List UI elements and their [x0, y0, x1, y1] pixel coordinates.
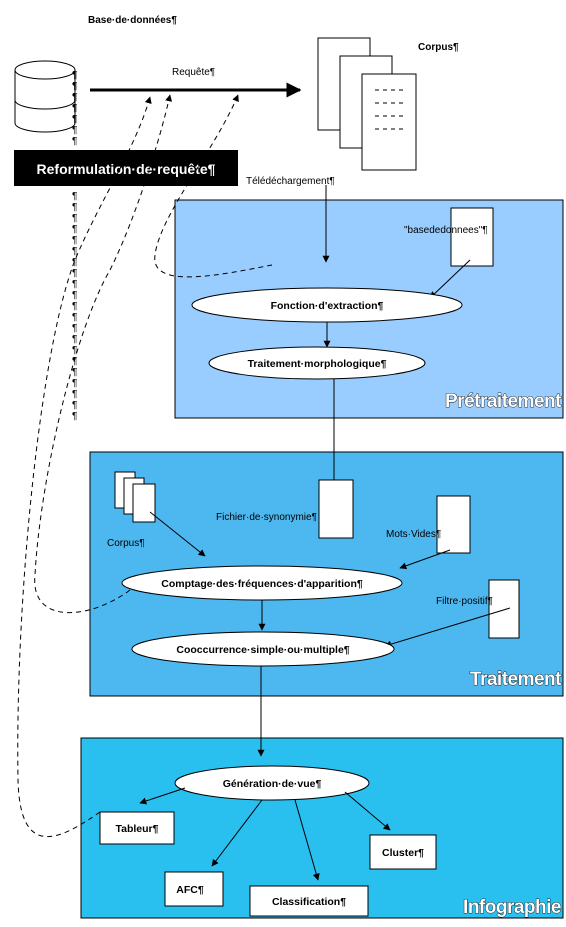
pilcrow-mark: ¶ [72, 312, 77, 323]
pilcrow-mark: ¶ [72, 301, 77, 312]
doc-to-extraction-arrow [429, 259, 471, 299]
classification-label: Classification¶ [272, 896, 346, 908]
pilcrow-mark: ¶ [72, 323, 77, 334]
comptage-label: Comptage·des·fréquences·d'apparition¶ [161, 578, 363, 590]
synonymie-label: Fichier·de·synonymie¶ [216, 512, 317, 523]
morpho-label: Traitement·morphologique¶ [248, 358, 387, 370]
pilcrow-mark: ¶ [72, 125, 77, 136]
pilcrow-mark: ¶ [72, 389, 77, 400]
feedback-curve-tableur [17, 96, 152, 837]
pilcrow-mark: ¶ [72, 290, 77, 301]
generation-node [174, 765, 370, 801]
corpus-small-icon [114, 471, 156, 523]
pilcrow-mark: ¶ [72, 345, 77, 356]
pilcrow-mark: ¶ [72, 213, 77, 224]
filtre-label: Filtre·positif¶ [436, 596, 493, 607]
pilcrow-mark: ¶ [72, 136, 77, 147]
pilcrow-mark: ¶ [72, 191, 77, 202]
pilcrow-mark: ¶ [72, 400, 77, 411]
pilcrow-mark: ¶ [72, 224, 77, 235]
pilcrow-mark: ¶ [72, 92, 77, 103]
synonymie-doc-icon [318, 479, 354, 539]
pilcrow-mark: ¶ [72, 246, 77, 257]
pilcrow-mark: ¶ [72, 114, 77, 125]
corpus-documents-icon [317, 37, 417, 171]
corpus-small-label: Corpus¶ [107, 538, 145, 549]
mots-vides-doc-icon [436, 495, 471, 554]
generation-to-tableur-arrow [139, 787, 186, 805]
morpho-node [208, 346, 426, 380]
cluster-box [369, 834, 437, 870]
pilcrow-mark: ¶ [72, 356, 77, 367]
database-icon [14, 60, 76, 133]
database-title: Base·de·données¶ [88, 15, 177, 26]
filtre-doc-icon [488, 579, 520, 639]
pilcrow-mark: ¶ [72, 70, 77, 81]
generation-to-afc-arrow [211, 799, 263, 867]
basededonnees-doc-icon [450, 207, 494, 267]
cooccurrence-node [131, 631, 395, 667]
section-label-infographie: Infographie [463, 897, 561, 918]
mots-vides-to-comptage-arrow [399, 549, 451, 570]
pilcrow-mark: ¶ [72, 235, 77, 246]
afc-label: AFC¶ [176, 884, 204, 896]
cooccurrence-label: Cooccurrence·simple·ou·multiple¶ [176, 644, 349, 656]
section-label-pretraitement: Prétraitement [445, 391, 562, 412]
pilcrow-column: ¶¶¶¶¶¶¶¶¶¶¶¶¶¶¶¶¶¶¶¶¶¶¶¶¶¶¶¶ [72, 70, 77, 422]
pilcrow-mark: ¶ [72, 202, 77, 213]
filtre-to-cooccurrence-arrow [384, 607, 511, 648]
section-label-traitement: Traitement [470, 669, 562, 690]
pilcrow-mark: ¶ [72, 367, 77, 378]
tableur-box [99, 811, 175, 845]
pilcrow-mark: ¶ [72, 334, 77, 345]
reformulation-label: Reformulation·de·requête¶ [37, 161, 216, 177]
pilcrow-mark: ¶ [72, 411, 77, 422]
mots-vides-label: Mots·Vides¶ [386, 529, 441, 540]
classification-box [249, 885, 369, 917]
download-label: Télédéchargement¶ [246, 176, 335, 187]
request-label: Requête¶ [172, 67, 215, 78]
generation-to-classification-arrow [294, 799, 320, 881]
pilcrow-mark: ¶ [72, 103, 77, 114]
pilcrow-mark: ¶ [72, 81, 77, 92]
basededonnees-doc-label: "basededonnees"¶ [404, 225, 488, 236]
generation-label: Génération·de·vue¶ [223, 778, 322, 790]
afc-box [164, 871, 224, 907]
corpus-top-title: Corpus¶ [418, 42, 459, 53]
generation-to-cluster-arrow [344, 791, 391, 831]
extraction-label: Fonction·d'extraction¶ [271, 300, 384, 312]
pilcrow-mark: ¶ [72, 268, 77, 279]
pilcrow-mark: ¶ [72, 257, 77, 268]
reformulation-banner [14, 150, 238, 186]
tableur-label: Tableur¶ [116, 823, 159, 835]
pilcrow-mark: ¶ [72, 279, 77, 290]
corpus-to-comptage-arrow [149, 511, 206, 557]
cluster-label: Cluster¶ [382, 847, 424, 859]
feedback-curve-extraction [154, 94, 273, 278]
pilcrow-mark: ¶ [72, 378, 77, 389]
